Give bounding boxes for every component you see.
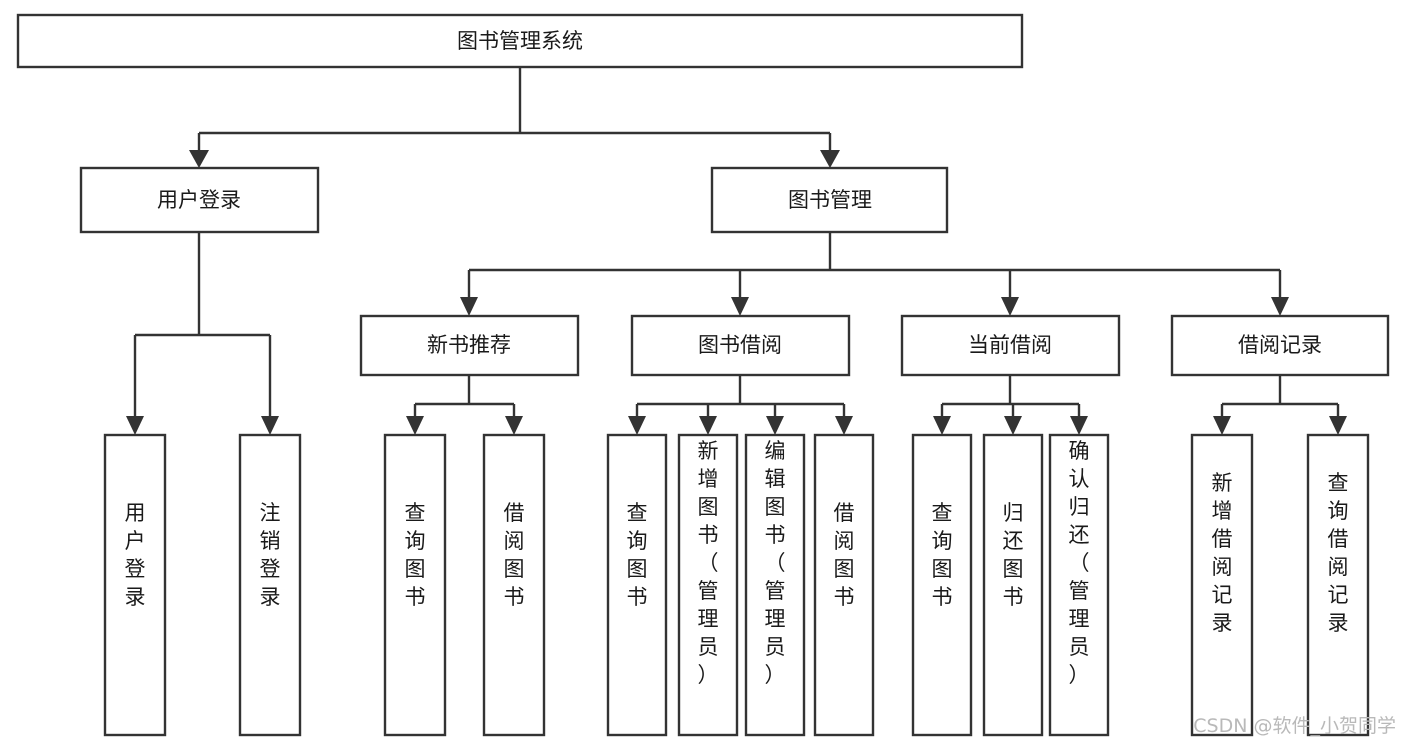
- node-new-book-recommend-box[interactable]: [359, 314, 580, 377]
- node-root-label: 图书管理系统: [457, 29, 583, 53]
- node-leaf-add-book-admin-box[interactable]: [677, 433, 739, 737]
- node-current-borrow[interactable]: 当前借阅: [900, 314, 1121, 377]
- arrow-head-leaf-return-book: [1004, 416, 1022, 435]
- node-root-box[interactable]: [16, 13, 1024, 69]
- node-leaf-add-book-admin[interactable]: 新增图书（管理员）: [677, 433, 739, 737]
- node-leaf-return-book-label: 归还图书: [1003, 501, 1024, 609]
- node-leaf-add-borrow-record[interactable]: 新增借阅记录: [1190, 433, 1254, 737]
- node-book-borrow-box[interactable]: [630, 314, 851, 377]
- node-leaf-query-book-2-label: 查询图书: [627, 501, 648, 609]
- arrow-head-leaf-logout: [261, 416, 279, 435]
- node-book-management[interactable]: 图书管理: [710, 166, 949, 234]
- node-leaf-add-book-admin-label: 新增图书（管理员）: [698, 439, 719, 687]
- arrow-head-book-management: [820, 150, 840, 168]
- node-leaf-return-book-box[interactable]: [982, 433, 1044, 737]
- arrow-head-leaf-user-login: [126, 416, 144, 435]
- arrow-head-leaf-add-borrow-record: [1213, 416, 1231, 435]
- arrow-head-leaf-query-book-3: [933, 416, 951, 435]
- node-leaf-logout-box[interactable]: [238, 433, 302, 737]
- node-borrow-record[interactable]: 借阅记录: [1170, 314, 1390, 377]
- node-leaf-user-login[interactable]: 用户登录: [103, 433, 167, 737]
- arrow-head-borrow-record: [1271, 297, 1289, 316]
- node-leaf-query-book-3-label: 查询图书: [932, 501, 953, 609]
- node-leaf-add-borrow-record-label: 新增借阅记录: [1212, 471, 1233, 635]
- node-leaf-add-borrow-record-box[interactable]: [1190, 433, 1254, 737]
- node-leaf-query-borrow-record-label: 查询借阅记录: [1328, 471, 1349, 635]
- node-leaf-confirm-return-admin[interactable]: 确认归还（管理员）: [1048, 433, 1110, 737]
- arrow-head-user-login: [189, 150, 209, 168]
- node-leaf-logout-label: 注销登录: [260, 501, 281, 609]
- node-new-book-recommend[interactable]: 新书推荐: [359, 314, 580, 377]
- node-leaf-query-borrow-record[interactable]: 查询借阅记录: [1306, 433, 1370, 737]
- node-borrow-record-box[interactable]: [1170, 314, 1390, 377]
- node-user-login-box[interactable]: [79, 166, 320, 234]
- arrow-head-leaf-confirm-return-admin: [1070, 416, 1088, 435]
- node-leaf-query-book-3-box[interactable]: [911, 433, 973, 737]
- arrow-head-book-borrow: [731, 297, 749, 316]
- csdn-watermark: CSDN @软件_小贺同学: [1193, 715, 1396, 737]
- node-book-borrow-label: 图书借阅: [698, 333, 782, 357]
- node-leaf-confirm-return-admin-label: 确认归还（管理员）: [1069, 439, 1090, 687]
- arrow-head-leaf-borrow-book-2: [835, 416, 853, 435]
- node-leaf-borrow-book-1-label: 借阅图书: [504, 501, 525, 609]
- node-user-login[interactable]: 用户登录: [79, 166, 320, 234]
- arrow-head-leaf-query-book-1: [406, 416, 424, 435]
- arrow-head-leaf-borrow-book-1: [505, 416, 523, 435]
- node-leaf-logout[interactable]: 注销登录: [238, 433, 302, 737]
- node-leaf-query-book-3[interactable]: 查询图书: [911, 433, 973, 737]
- node-leaf-query-book-2[interactable]: 查询图书: [606, 433, 668, 737]
- node-leaf-query-book-1[interactable]: 查询图书: [383, 433, 447, 737]
- node-current-borrow-label: 当前借阅: [968, 333, 1052, 357]
- node-leaf-edit-book-admin[interactable]: 编辑图书（管理员）: [744, 433, 806, 737]
- node-borrow-record-label: 借阅记录: [1238, 333, 1322, 357]
- node-book-borrow[interactable]: 图书借阅: [630, 314, 851, 377]
- node-book-management-box[interactable]: [710, 166, 949, 234]
- node-current-borrow-box[interactable]: [900, 314, 1121, 377]
- node-leaf-borrow-book-2-label: 借阅图书: [834, 501, 855, 609]
- node-leaf-query-book-1-box[interactable]: [383, 433, 447, 737]
- node-leaf-user-login-label: 用户登录: [125, 501, 146, 609]
- node-root[interactable]: 图书管理系统: [16, 13, 1024, 69]
- node-leaf-edit-book-admin-box[interactable]: [744, 433, 806, 737]
- arrow-head-leaf-query-borrow-record: [1329, 416, 1347, 435]
- node-leaf-user-login-box[interactable]: [103, 433, 167, 737]
- node-leaf-edit-book-admin-label: 编辑图书（管理员）: [765, 439, 786, 687]
- node-user-login-label: 用户登录: [157, 188, 241, 212]
- arrow-head-leaf-query-book-2: [628, 416, 646, 435]
- node-leaf-borrow-book-1[interactable]: 借阅图书: [482, 433, 546, 737]
- node-book-management-label: 图书管理: [788, 188, 872, 212]
- node-leaf-query-book-2-box[interactable]: [606, 433, 668, 737]
- node-leaf-borrow-book-2-box[interactable]: [813, 433, 875, 737]
- connector-layer: [126, 67, 1347, 435]
- node-leaf-borrow-book-2[interactable]: 借阅图书: [813, 433, 875, 737]
- node-leaf-query-book-1-label: 查询图书: [405, 501, 426, 609]
- node-leaf-borrow-book-1-box[interactable]: [482, 433, 546, 737]
- node-leaf-return-book[interactable]: 归还图书: [982, 433, 1044, 737]
- arrow-head-new-book-recommend: [460, 297, 478, 316]
- arrow-head-current-borrow: [1001, 297, 1019, 316]
- arrow-head-leaf-add-book-admin: [699, 416, 717, 435]
- node-leaf-confirm-return-admin-box[interactable]: [1048, 433, 1110, 737]
- node-new-book-recommend-label: 新书推荐: [427, 333, 511, 357]
- arrow-head-leaf-edit-book-admin: [766, 416, 784, 435]
- node-leaf-query-borrow-record-box[interactable]: [1306, 433, 1370, 737]
